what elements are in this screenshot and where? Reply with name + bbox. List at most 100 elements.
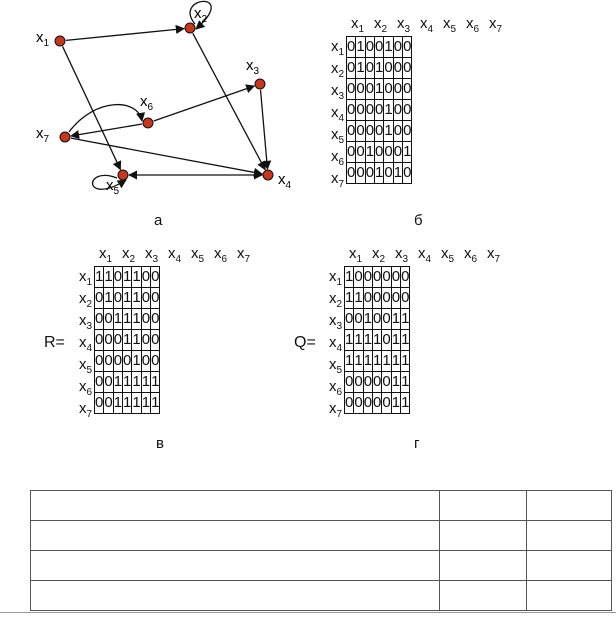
matrix-cell: 0	[392, 78, 404, 100]
matrix-cell: 0	[355, 120, 366, 142]
empty-table-cell	[439, 580, 527, 611]
node-x5	[117, 169, 129, 181]
matrix-cell: 1	[355, 57, 366, 79]
edge-x7-x4	[70, 137, 263, 177]
graph-nodes	[54, 22, 274, 181]
matrix-cell: 0	[374, 120, 385, 142]
matrix-cell: 1	[131, 371, 142, 393]
matrix-cell: 0	[345, 141, 357, 163]
row-header-x3: x3	[78, 312, 92, 332]
row-header-x2: x2	[330, 60, 344, 80]
matrix-cell: 0	[103, 329, 114, 351]
col-header-x4: x4	[419, 15, 434, 35]
matrix-cell: 1	[390, 392, 402, 414]
matrix-cell: 0	[372, 308, 383, 330]
matrix-cell: 0	[343, 371, 355, 393]
matrix-cell: 1	[390, 329, 402, 351]
matrix-cell: 0	[353, 392, 364, 414]
row-header-x6: x6	[330, 148, 344, 168]
matrix-cell: 1	[122, 371, 133, 393]
empty-table-cell	[439, 550, 527, 581]
matrix-cell: 1	[402, 141, 413, 163]
graph-edges	[61, 0, 272, 190]
matrix-cell: 0	[392, 99, 404, 121]
row-header-x1: x1	[328, 268, 342, 288]
matrix-cell: 0	[402, 36, 413, 58]
matrix-cell: 1	[362, 308, 374, 330]
matrix-cell: 0	[372, 371, 383, 393]
matrix-cell: 0	[372, 266, 383, 288]
matrix-cell: 0	[103, 371, 114, 393]
row-header-x2: x2	[328, 290, 342, 310]
matrix-cell: 0	[122, 350, 133, 372]
matrix-cell: 1	[353, 329, 364, 351]
matrix-cell: 0	[112, 350, 124, 372]
matrix-cell: 0	[362, 371, 374, 393]
matrix-cell: 1	[122, 329, 133, 351]
matrix-cell: 1	[400, 350, 411, 372]
matrix-cell: 1	[122, 287, 133, 309]
matrix-cell: 1	[150, 371, 161, 393]
matrix-cell: 0	[383, 57, 394, 79]
matrix-cell: 0	[93, 350, 105, 372]
matrix-cell: 0	[383, 141, 394, 163]
node-label-x3: x3	[246, 57, 260, 77]
matrix-name: Q=	[294, 334, 316, 351]
col-header-x7: x7	[486, 245, 501, 265]
matrix-cell: 1	[400, 329, 411, 351]
matrix-cell: 0	[381, 329, 392, 351]
matrix-cell: 0	[150, 287, 161, 309]
node-x1	[54, 35, 66, 47]
page-divider	[0, 612, 616, 613]
node-label-x7: x7	[36, 125, 50, 145]
matrix-cell: 1	[390, 308, 402, 330]
matrix-cell: 1	[131, 350, 142, 372]
col-header-x6: x6	[463, 245, 478, 265]
matrix-cell: 0	[400, 287, 411, 309]
matrix-cell: 1	[150, 392, 161, 414]
col-header-x3: x3	[144, 245, 159, 265]
matrix-cell: 0	[103, 350, 114, 372]
col-header-x3: x3	[396, 15, 411, 35]
matrix-cell: 0	[362, 266, 374, 288]
empty-table-cell	[526, 550, 612, 581]
matrix-cell: 0	[150, 329, 161, 351]
row-header-x4: x4	[78, 334, 92, 354]
edge-x6-x3	[153, 84, 256, 122]
col-header-x4: x4	[417, 245, 432, 265]
matrix-cell: 1	[362, 350, 374, 372]
matrix-cell: 0	[345, 57, 357, 79]
row-header-x3: x3	[330, 82, 344, 102]
matrix-cell: 0	[112, 266, 124, 288]
matrix-cell: 0	[390, 266, 402, 288]
matrix-cell: 1	[112, 371, 124, 393]
row-header-x5: x5	[330, 126, 344, 146]
matrix-cell: 0	[383, 162, 394, 184]
matrix-cell: 0	[355, 162, 366, 184]
matrix-cell: 1	[355, 36, 366, 58]
panel-label-g: г	[414, 435, 420, 452]
matrix-cell: 0	[140, 329, 152, 351]
row-header-x2: x2	[78, 290, 92, 310]
row-header-x3: x3	[328, 312, 342, 332]
matrix-cell: 0	[93, 329, 105, 351]
matrix-cell: 0	[400, 266, 411, 288]
matrix-cell: 0	[150, 350, 161, 372]
matrix-cell: 0	[392, 141, 404, 163]
row-header-x1: x1	[330, 38, 344, 58]
matrix-cell: 0	[402, 99, 413, 121]
matrix-cell: 1	[400, 308, 411, 330]
matrix-cell: 0	[345, 78, 357, 100]
matrix-cell: 1	[372, 350, 383, 372]
matrix-cell: 0	[364, 162, 376, 184]
